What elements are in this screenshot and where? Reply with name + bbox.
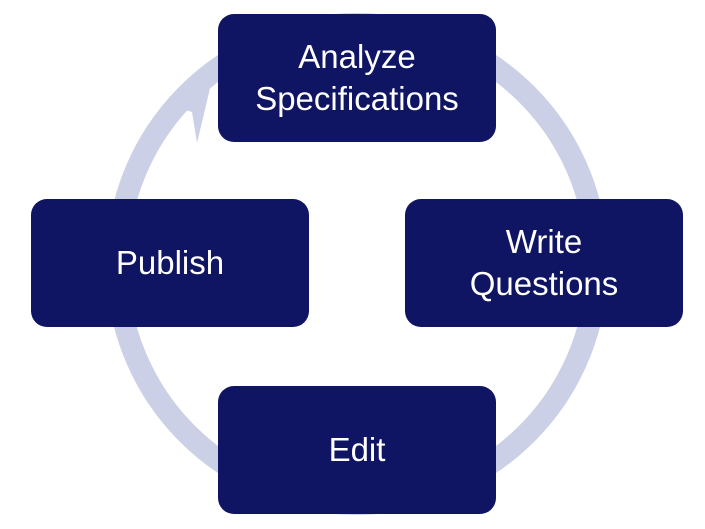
- step-publish: Publish: [31, 199, 309, 327]
- step-publish-label: Publish: [115, 244, 225, 281]
- step-edit: Edit: [218, 386, 496, 514]
- step-write-label: Write Questions: [469, 223, 619, 302]
- step-edit-label: Edit: [328, 431, 386, 468]
- step-analyze-label: Analyze Specifications: [255, 38, 459, 117]
- cycle-arrowhead: [165, 80, 212, 143]
- step-analyze-specifications: Analyze Specifications: [218, 14, 496, 142]
- step-write-questions: Write Questions: [405, 199, 683, 327]
